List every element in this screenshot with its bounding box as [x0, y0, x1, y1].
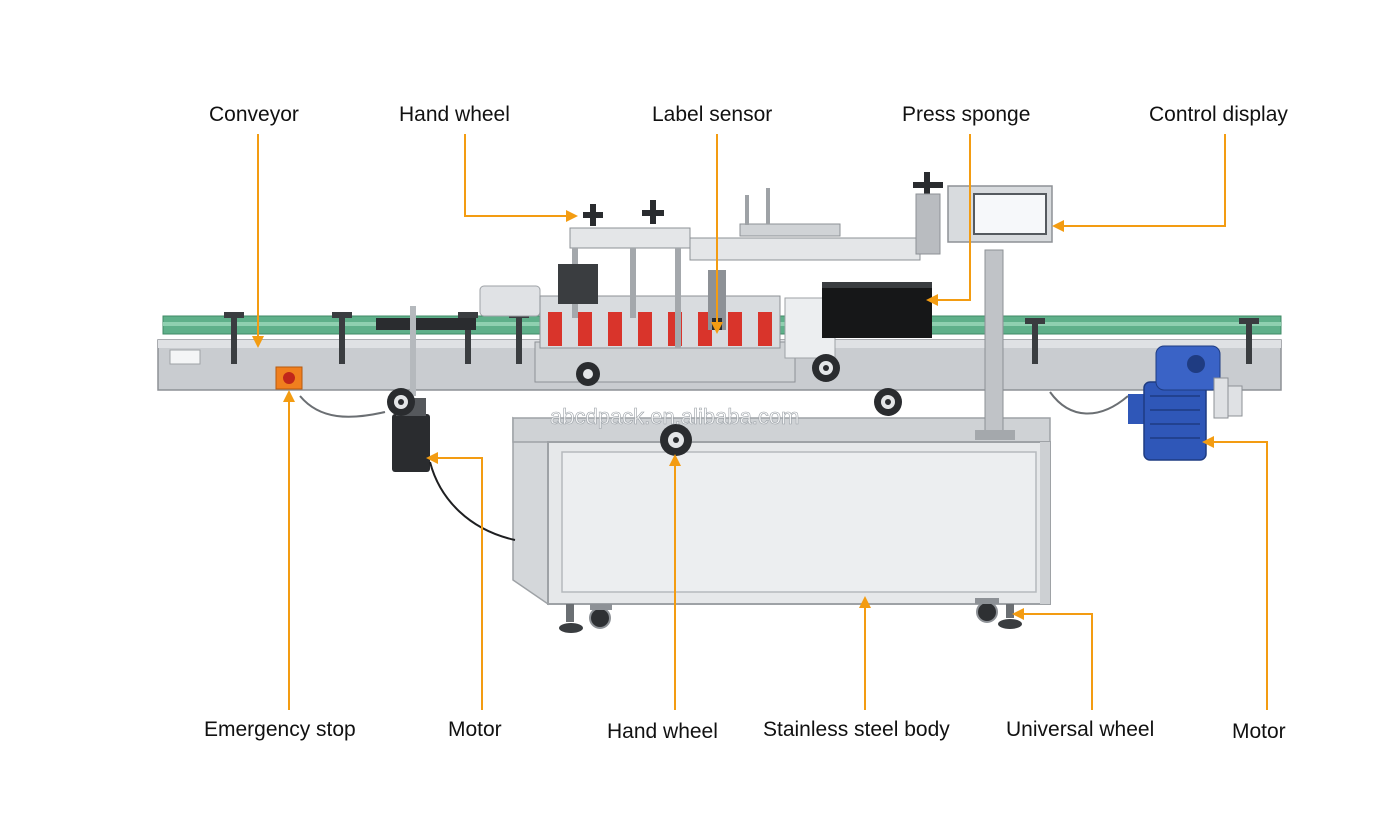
hand-wheel-knobs	[387, 354, 902, 456]
stainless-steel-body	[512, 416, 1051, 606]
press-sponge	[822, 282, 932, 338]
label-universal-wheel: Universal wheel	[1006, 718, 1155, 741]
label-hand-wheel-top: Hand wheel	[399, 103, 510, 126]
emergency-stop	[275, 366, 303, 390]
motor-right	[1049, 345, 1243, 461]
hand-wheel-top	[583, 172, 943, 255]
label-emergency-stop: Emergency stop	[204, 718, 356, 741]
label-press-sponge: Press sponge	[902, 103, 1031, 126]
label-stainless-steel-body: Stainless steel body	[763, 718, 950, 741]
label-motor-left: Motor	[448, 718, 502, 741]
control-display	[947, 185, 1053, 440]
leader-lines	[257, 134, 1268, 710]
label-motor-right: Motor	[1232, 720, 1286, 743]
labeling-head	[376, 188, 921, 396]
label-label-sensor: Label sensor	[652, 103, 773, 126]
watermark-text: abcdpack.en.alibaba.com	[550, 404, 800, 429]
universal-wheel	[559, 598, 1022, 633]
label-hand-wheel-bottom: Hand wheel	[607, 720, 718, 743]
label-conveyor: Conveyor	[209, 103, 299, 126]
leader-arrowheads	[252, 210, 1214, 620]
label-control-display: Control display	[1149, 103, 1288, 126]
